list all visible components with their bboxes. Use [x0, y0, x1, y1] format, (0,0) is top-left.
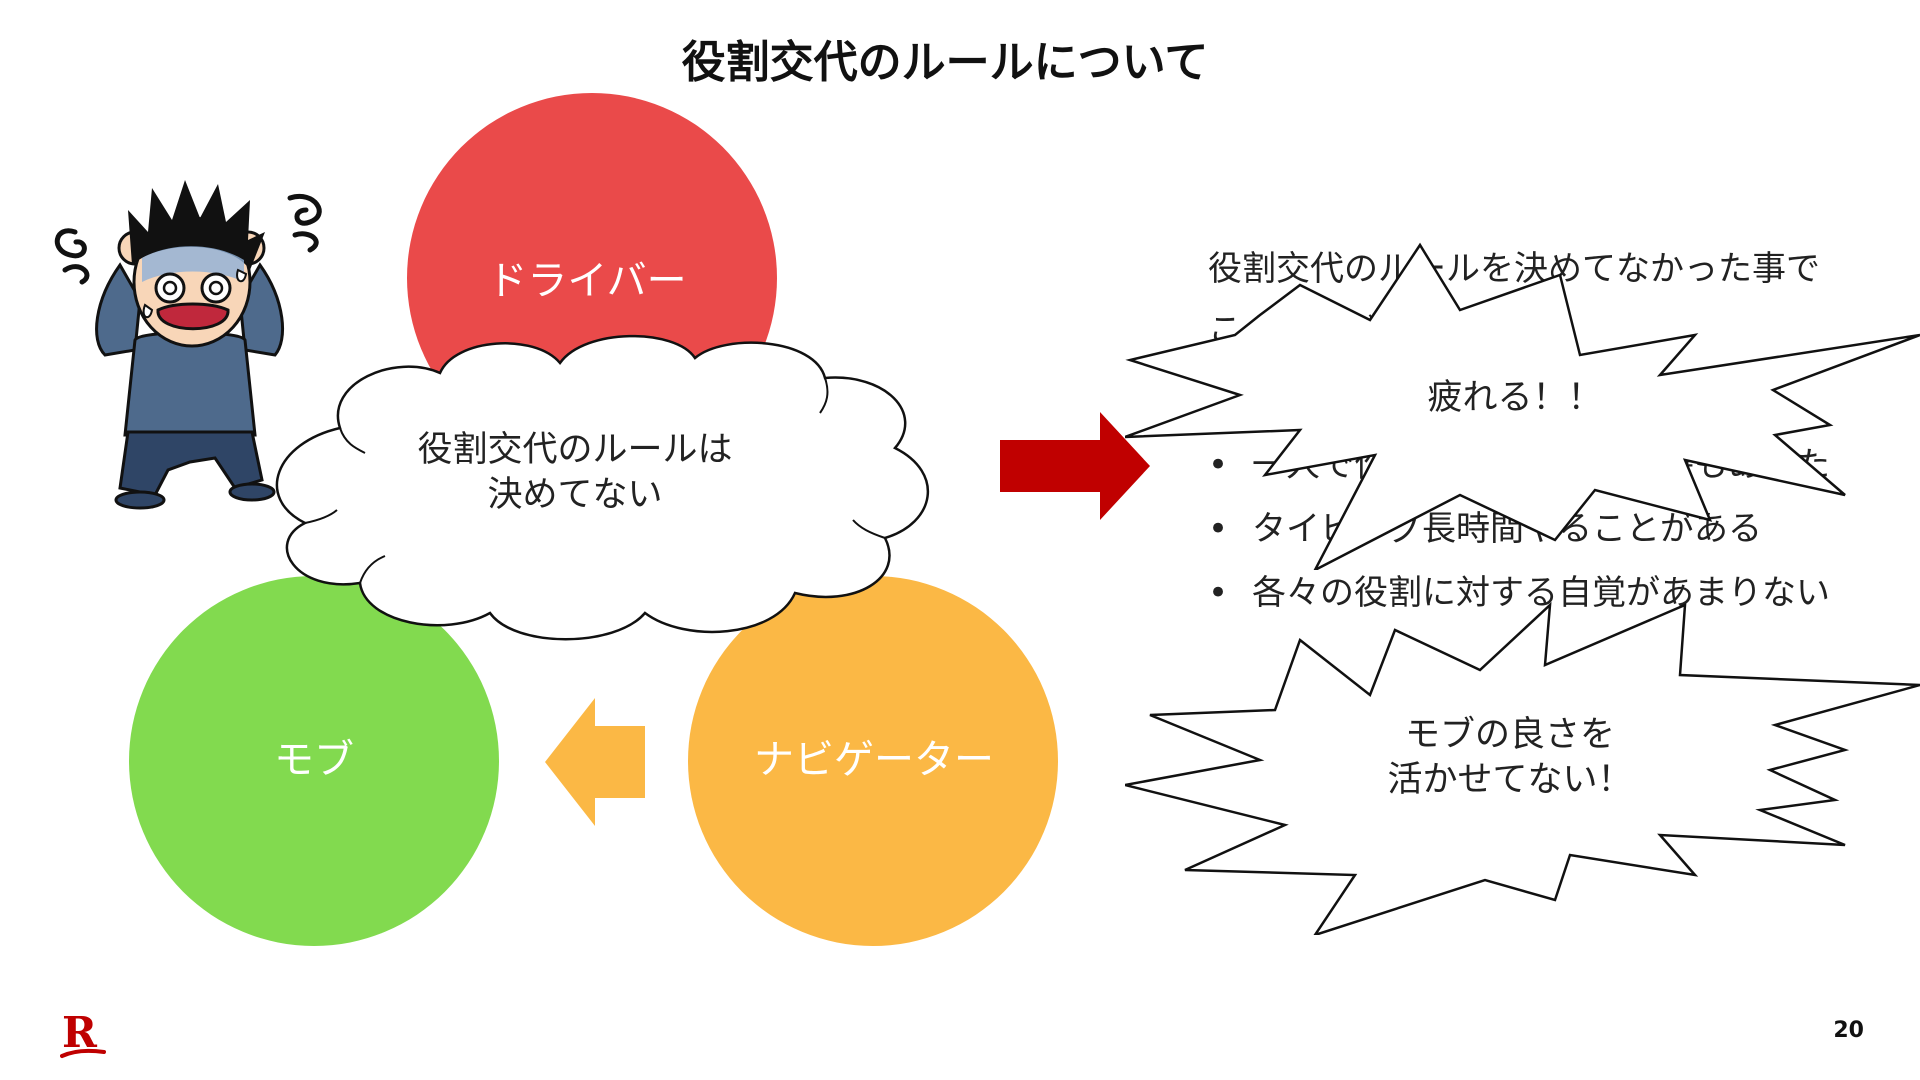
- burst-shape-bottom: [1125, 601, 1920, 935]
- cloud-shape: [275, 334, 930, 641]
- stressed-man-icon: [54, 180, 322, 510]
- mob-circle: モブ: [129, 576, 499, 946]
- body-line-1: 役割交代のルールを決めてなかった事で: [1208, 249, 1820, 289]
- cloud-text: 役割交代のルールは 決めてない: [390, 428, 760, 518]
- cloud-line-1: 役割交代のルールは: [417, 430, 733, 470]
- burst-bottom-line-1: モブの良さを: [1404, 715, 1615, 755]
- burst-top-text: 疲れる！！: [1427, 378, 1603, 418]
- navigator-label: ナビゲーター: [754, 737, 994, 783]
- driver-label: ドライバー: [487, 258, 687, 304]
- right-arrow-icon: [1000, 412, 1150, 520]
- cloud-line-2: 決めてない: [487, 475, 663, 515]
- mob-label: モブ: [274, 737, 354, 783]
- burst-bottom-text: モブの良さを 活かせてない！: [1310, 713, 1710, 803]
- left-arrow-icon: [545, 698, 645, 826]
- rakuten-logo-icon: R: [62, 1008, 97, 1057]
- page-number: 20: [1833, 1018, 1864, 1043]
- logo-swoosh: [60, 1048, 106, 1058]
- slide-title: 役割交代のルールについて: [681, 37, 1209, 88]
- navigator-circle: ナビゲーター: [688, 576, 1058, 946]
- burst-shape-top: [1125, 242, 1920, 570]
- burst-bottom-line-2: 活かせてない！: [1387, 760, 1633, 800]
- bullet-item: •各々の役割に対する自覚があまりない: [1208, 573, 1830, 613]
